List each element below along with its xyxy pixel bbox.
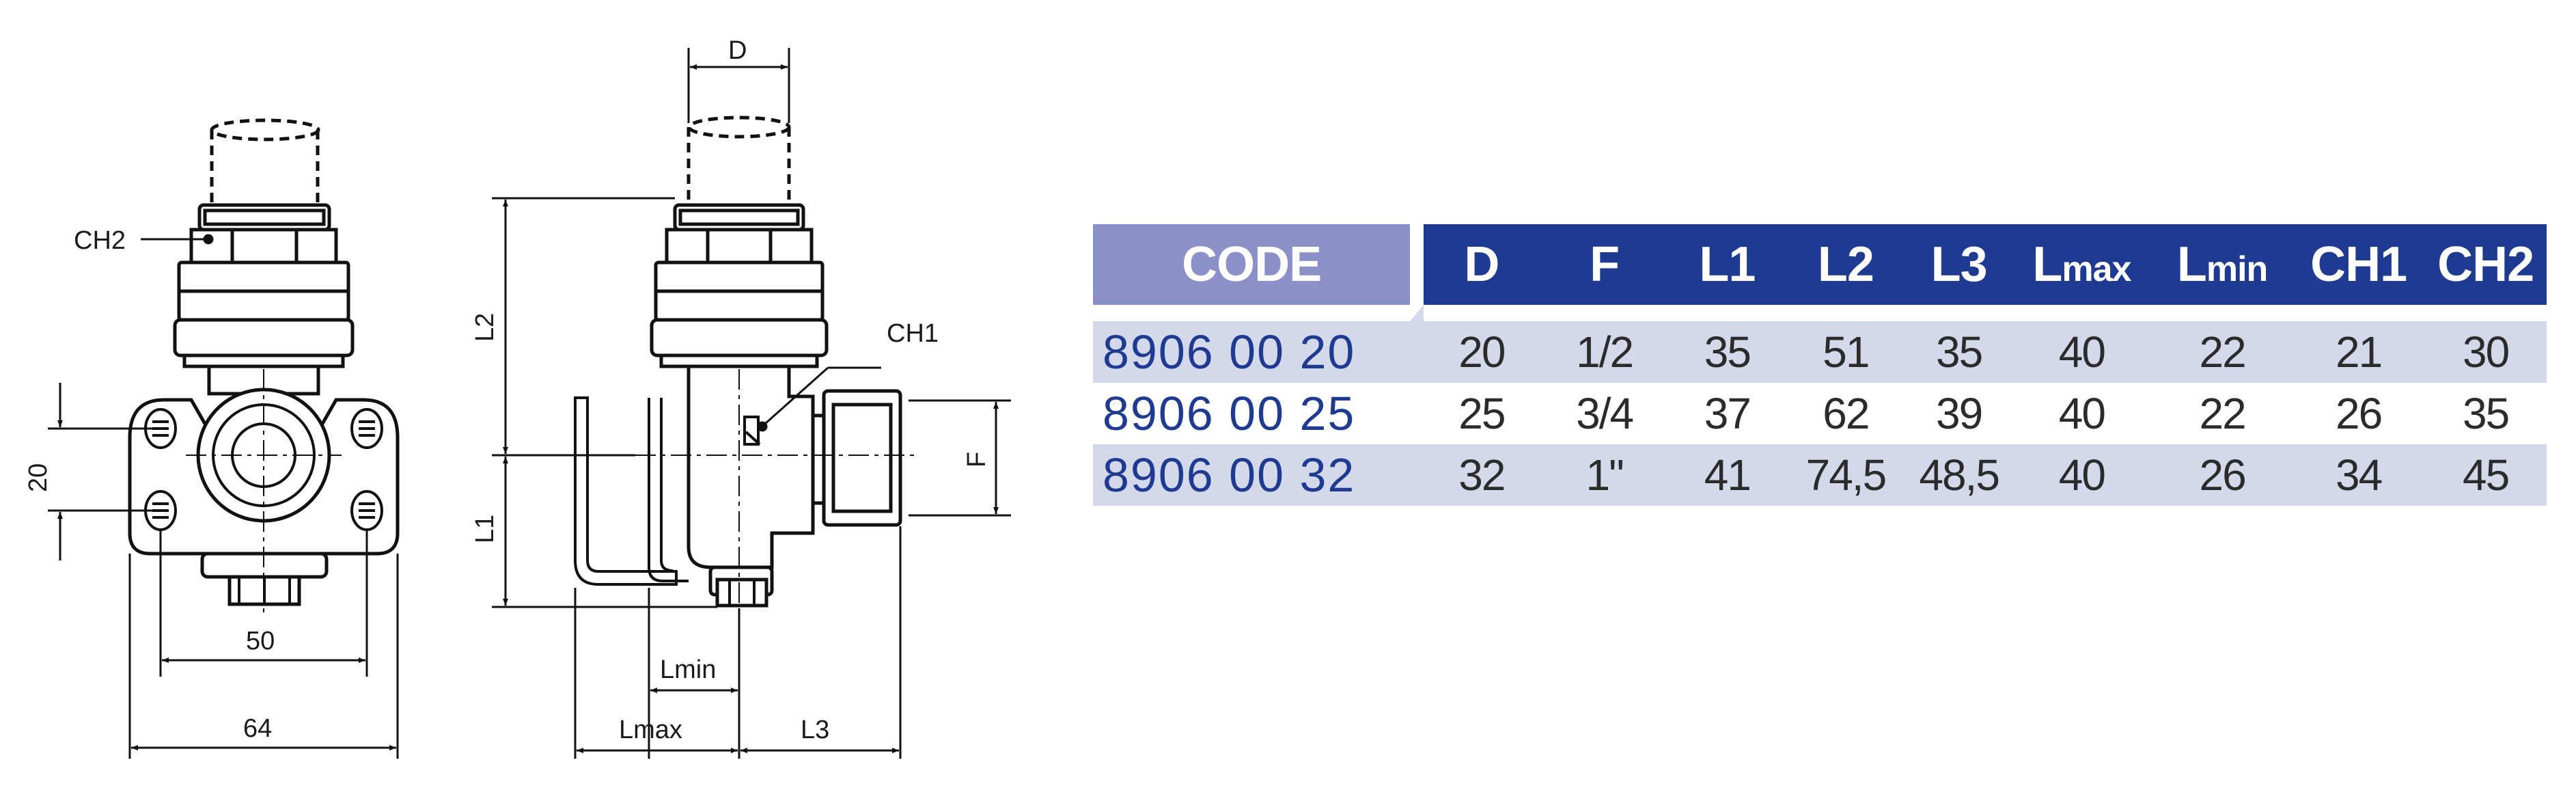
- cell-ch1: 34: [2292, 444, 2425, 506]
- label-ch1: CH1: [887, 319, 939, 348]
- cell-ch2: 45: [2424, 444, 2547, 506]
- header-code: CODE: [1093, 224, 1424, 305]
- cell-l3: 39: [1936, 389, 1983, 438]
- table-row: 8906 00 32 32 1" 41 74,5 48,5 40 26 34 4…: [1093, 444, 2547, 506]
- header-l1: L1: [1669, 224, 1786, 305]
- label-dim-64: 64: [243, 714, 272, 743]
- label-ch2: CH2: [74, 226, 126, 255]
- label-l3: L3: [801, 716, 829, 744]
- cell-lmax: 40: [2011, 305, 2152, 383]
- label-f: F: [962, 452, 991, 468]
- header-d: D: [1424, 224, 1540, 305]
- table-row: 8906 00 20 20 1/2 35 51 35 40 22 21 30: [1093, 305, 2547, 383]
- cell-f: 1": [1539, 444, 1670, 506]
- label-dim-50: 50: [246, 627, 275, 655]
- cell-ch1: 21: [2292, 305, 2425, 383]
- label-l2: L2: [471, 313, 499, 342]
- cell-code: 8906 00 20: [1093, 305, 1424, 383]
- header-ch1: CH1: [2292, 224, 2425, 305]
- cell-l1: 37: [1704, 389, 1751, 438]
- cell-ch2: 30: [2424, 305, 2547, 383]
- cell-code: 8906 00 25: [1103, 387, 1356, 440]
- cell-l2: 74,5: [1785, 444, 1907, 506]
- label-lmax: Lmax: [619, 716, 682, 744]
- cell-ch2: 35: [2463, 389, 2510, 438]
- table-row: 8906 00 25 25 3/4 37 62 39 40 22 26 35: [1093, 383, 2547, 444]
- cell-d: 20: [1424, 305, 1540, 383]
- cell-l3: 35: [1906, 305, 2012, 383]
- cell-d: 32: [1424, 444, 1540, 506]
- label-lmin: Lmin: [660, 655, 716, 684]
- side-view-dimensions: [492, 48, 1011, 759]
- cell-d: 25: [1458, 389, 1506, 438]
- table-header-row: CODE D F L1 L2 L3 Lmax Lmin CH1 CH2: [1093, 224, 2547, 305]
- front-view: [128, 118, 400, 615]
- cell-code: 8906 00 32: [1093, 444, 1424, 506]
- cell-l1: 35: [1669, 305, 1786, 383]
- header-ch2: CH2: [2424, 224, 2547, 305]
- cell-lmin: 22: [2199, 389, 2247, 438]
- cell-l1: 41: [1669, 444, 1786, 506]
- side-view: [574, 116, 915, 615]
- cell-ch1: 26: [2336, 389, 2383, 438]
- front-view-dimensions: [48, 234, 399, 759]
- cell-f: 3/4: [1576, 389, 1634, 438]
- header-l2: L2: [1785, 224, 1907, 305]
- spec-table: CODE D F L1 L2 L3 Lmax Lmin CH1 CH2 8906…: [1093, 224, 2547, 506]
- cell-lmin: 22: [2152, 305, 2293, 383]
- label-l1: L1: [471, 515, 499, 543]
- cell-lmax: 40: [2058, 389, 2106, 438]
- label-d: D: [728, 36, 747, 65]
- cell-lmax: 40: [2011, 444, 2152, 506]
- cell-f: 1/2: [1539, 305, 1670, 383]
- technical-drawing: CH2 20 50 64: [24, 36, 1011, 759]
- header-lmax: Lmax: [2011, 224, 2152, 305]
- header-f: F: [1539, 224, 1670, 305]
- cell-l2: 62: [1823, 389, 1870, 438]
- cell-lmin: 26: [2152, 444, 2293, 506]
- cell-l3: 48,5: [1906, 444, 2012, 506]
- header-lmin: Lmin: [2152, 224, 2293, 305]
- cell-l2: 51: [1785, 305, 1907, 383]
- label-dim-20: 20: [24, 463, 53, 492]
- header-l3: L3: [1906, 224, 2012, 305]
